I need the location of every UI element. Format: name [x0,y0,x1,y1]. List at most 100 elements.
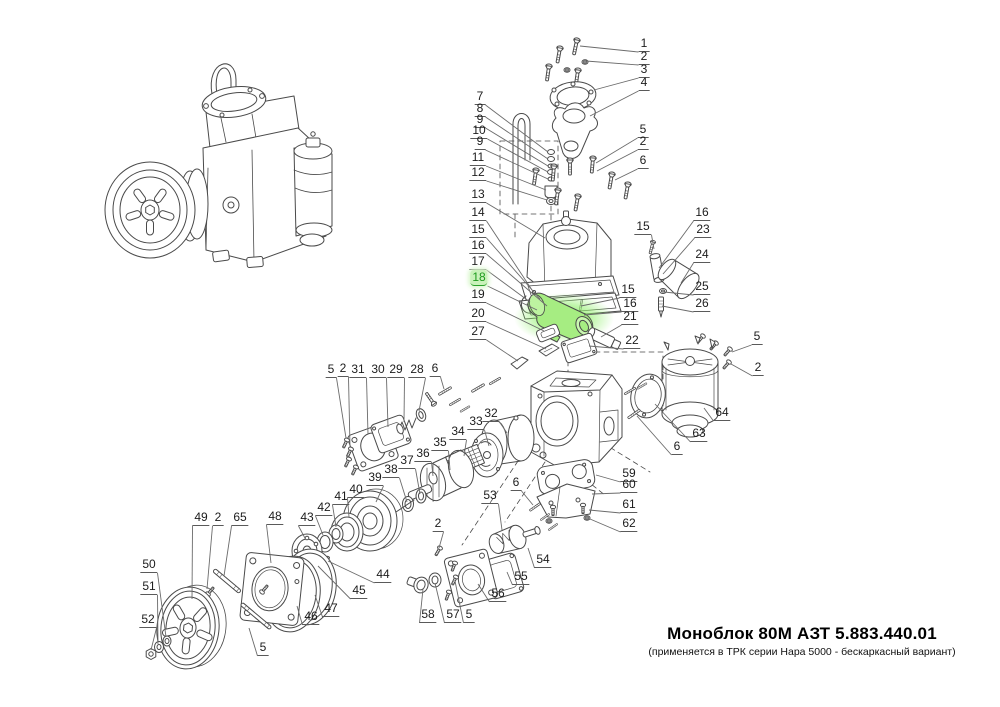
leader-line-53 [498,503,503,531]
leader-line-31 [366,377,369,435]
part-63-gasket [630,373,666,419]
assembled-view [104,63,333,269]
leader-line-45 [317,565,351,600]
callout-20: 20 [469,306,487,322]
leader-line-63 [654,403,691,443]
callout-65: 65 [231,510,249,526]
callout-16: 16 [469,238,487,254]
callout-44: 44 [374,567,392,583]
callout-45: 45 [350,583,368,599]
leader-line-2 [730,363,753,377]
leader-line-5 [336,377,347,439]
callout-49: 49 [192,510,210,526]
part-22-gasket [560,332,598,364]
callout-1: 1 [638,36,650,52]
leader-line-59 [595,474,621,483]
leader-line-32 [499,421,508,434]
callout-47: 47 [322,601,340,617]
callout-37: 37 [398,453,416,469]
leader-line-19 [486,302,545,332]
drawing-subtitle: (применяется в ТРК серии Нара 5000 - бес… [648,646,956,658]
callout-64: 64 [713,405,731,421]
leader-line-3 [593,77,639,91]
leader-line-49 [191,525,193,600]
leader-line-6 [521,490,534,506]
callout-29: 29 [387,362,405,378]
callout-5: 5 [751,329,763,345]
leader-line-8 [485,116,549,160]
leader-line-23 [662,237,695,275]
callout-51: 51 [140,579,158,595]
callout-24: 24 [693,247,711,263]
leader-line-2 [585,60,639,66]
leader-line-37 [415,468,421,495]
callout-52: 52 [139,612,157,628]
leader-line-36 [431,461,434,477]
leader-line-50 [157,572,167,638]
part-35-rotor [407,449,475,502]
callout-25: 25 [693,279,711,295]
callout-15: 15 [619,282,637,298]
callout-3: 3 [638,62,650,78]
callout-16: 16 [693,205,711,221]
part-49-pulley [156,584,227,670]
leader-line-15 [580,297,620,307]
callout-17: 17 [469,254,487,270]
leader-line-2 [596,149,638,172]
leader-line-2 [206,525,213,590]
leader-line-65 [223,525,232,577]
leader-line-40 [347,497,350,518]
callout-2: 2 [432,516,444,532]
callout-6: 6 [510,475,522,491]
leader-line-5 [595,137,638,164]
callout-2: 2 [752,360,764,376]
leader-line-16 [486,253,548,307]
callout-2: 2 [637,134,649,150]
callout-21: 21 [621,309,639,325]
callout-6: 6 [429,361,441,377]
part-60-bracket [536,483,596,524]
leader-line-47 [314,594,323,618]
drawing-title: Моноблок 80М АЗТ 5.883.440.01 [667,624,937,643]
leader-line-28 [418,377,426,412]
part-manifold [551,102,616,190]
leader-line-16 [658,220,694,269]
callout-7: 7 [474,89,486,105]
callout-36: 36 [414,446,432,462]
leader-line-61 [588,509,621,514]
part-53-54-valve [488,524,541,554]
callout-11: 11 [469,150,487,166]
callout-6: 6 [671,439,683,455]
leader-line-11 [485,165,547,191]
leader-line-56 [477,583,490,603]
leader-line-17 [486,269,531,303]
callout-5: 5 [463,607,475,623]
callout-42: 42 [315,500,333,516]
leader-line-15 [651,234,655,250]
callout-5: 5 [325,362,337,378]
leader-line-27 [486,339,519,362]
leader-line-34 [463,439,467,457]
leader-line-2 [438,531,444,549]
part-29-spring [396,417,417,435]
leader-line-54 [527,547,535,569]
callout-2: 2 [337,361,349,377]
callout-2: 2 [212,510,224,526]
callout-26: 26 [693,296,711,312]
leader-line-9 [485,127,549,167]
leader-line-24 [680,262,694,284]
callout-59: 59 [620,466,638,482]
callout-62: 62 [620,516,638,532]
callout-2: 2 [638,49,650,65]
callout-50: 50 [140,557,158,573]
leader-line-51 [157,594,159,645]
leader-line-42 [315,515,324,536]
title-block: Моноблок 80М АЗТ 5.883.440.01 (применяет… [618,624,986,658]
leader-line-16 [583,311,622,316]
leader-line-35 [448,450,451,471]
leader-line-15 [486,237,541,300]
leader-line-39 [375,485,384,503]
leader-line-20 [486,321,547,350]
